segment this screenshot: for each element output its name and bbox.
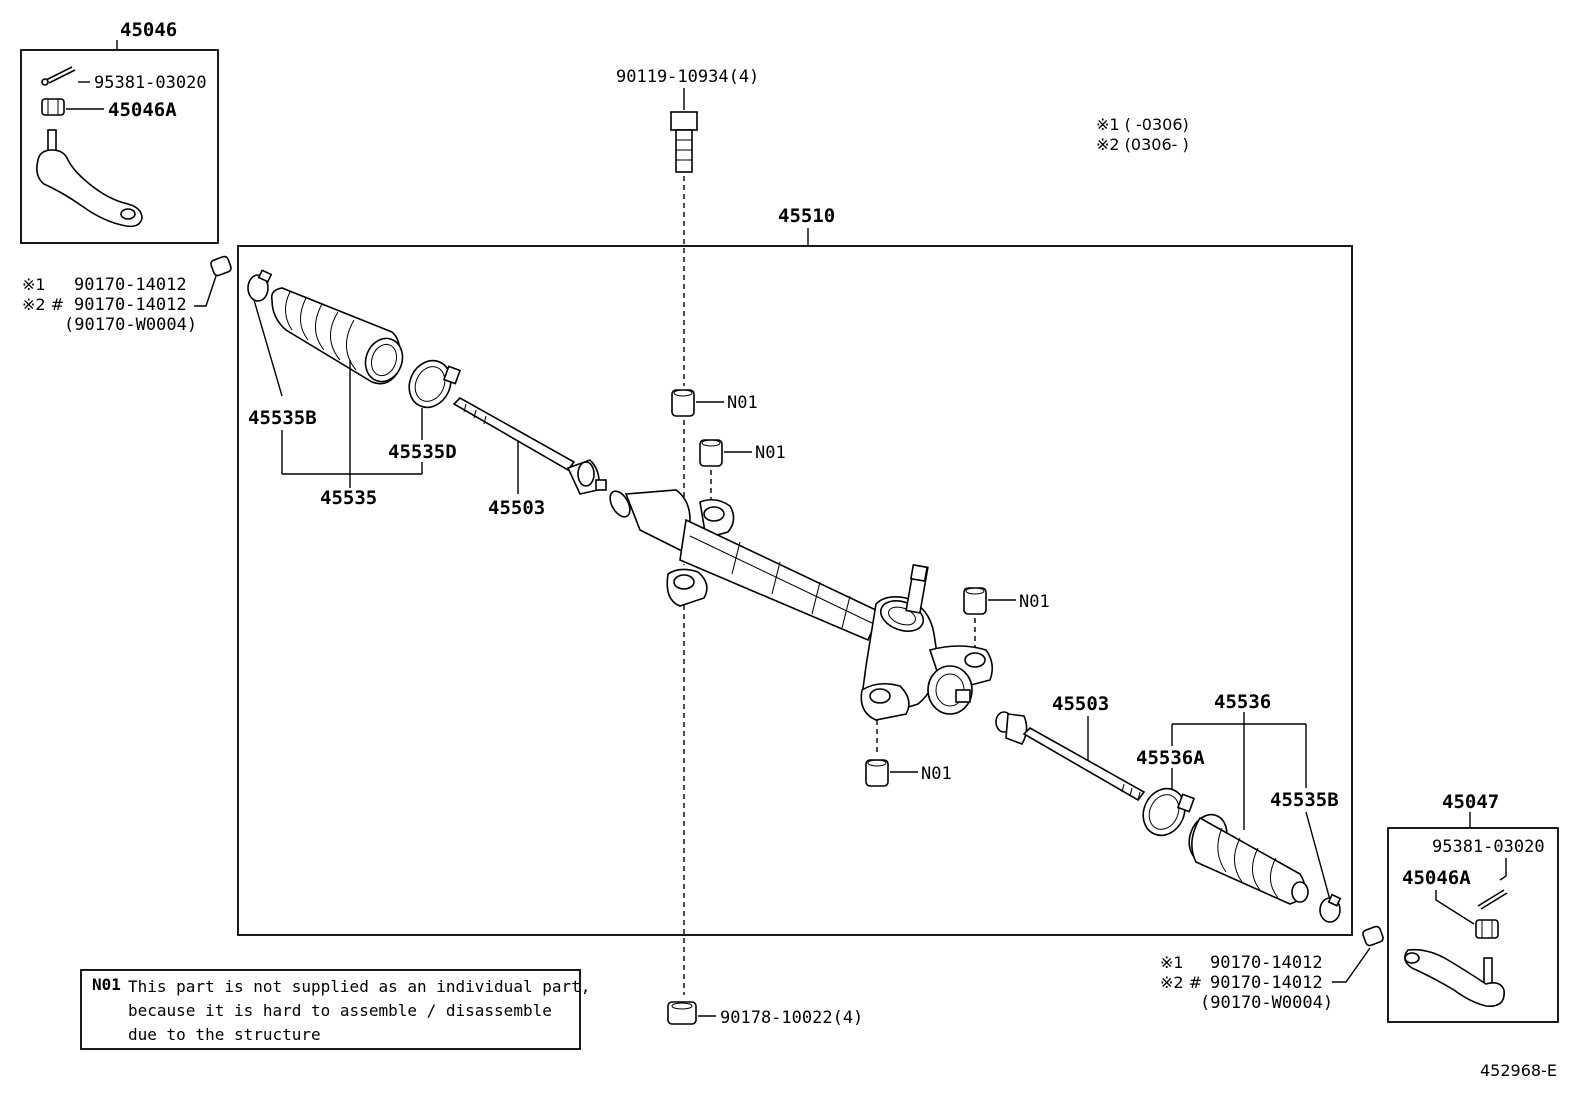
label-cotter-pin-right[interactable]: 95381-03020 bbox=[1432, 837, 1545, 857]
dust-boot-left-icon[interactable] bbox=[270, 287, 409, 387]
rack-end-left-icon[interactable] bbox=[452, 397, 607, 495]
nuts-right-mark-1: ※1 bbox=[1160, 953, 1184, 972]
nuts-left-part-2[interactable]: 90170-14012 bbox=[74, 295, 187, 315]
label-45046[interactable]: 45046 bbox=[120, 19, 177, 41]
note-box bbox=[80, 969, 581, 1050]
note-line-2: because it is hard to assemble / disasse… bbox=[128, 1001, 552, 1020]
castle-nut-right-icon[interactable] bbox=[1475, 919, 1499, 939]
label-bolt-top[interactable]: 90119-10934(4) bbox=[616, 67, 759, 87]
bushing-n01-4-icon[interactable] bbox=[865, 759, 889, 787]
boot-clip-left-icon[interactable] bbox=[247, 269, 273, 302]
label-nut-right[interactable]: 45046A bbox=[1402, 867, 1471, 889]
legend-line-2: ※2 (0306- ) bbox=[1096, 135, 1189, 154]
nuts-right-mark-2: ※2 # bbox=[1160, 973, 1202, 992]
nuts-left-part-3[interactable]: (90170-W0004) bbox=[64, 315, 197, 335]
lock-nut-left-icon[interactable] bbox=[210, 255, 232, 277]
label-boot-clip-left[interactable]: 45535B bbox=[248, 407, 317, 429]
note-code: N01 bbox=[92, 975, 121, 994]
nuts-right-part-3[interactable]: (90170-W0004) bbox=[1200, 993, 1333, 1013]
nuts-right-part-1[interactable]: 90170-14012 bbox=[1210, 953, 1323, 973]
label-boot-clamp-left[interactable]: 45535D bbox=[388, 441, 457, 463]
label-gear-assy[interactable]: 45510 bbox=[778, 205, 835, 227]
note-line-1: This part is not supplied as an individu… bbox=[128, 977, 590, 996]
label-cotter-pin-left[interactable]: 95381-03020 bbox=[94, 73, 207, 93]
boot-clip-right-icon[interactable] bbox=[1319, 893, 1342, 923]
tie-rod-end-left-box bbox=[20, 49, 219, 244]
label-boot-clamp-right[interactable]: 45536A bbox=[1136, 747, 1205, 769]
tie-rod-end-right-icon[interactable] bbox=[1404, 948, 1505, 1007]
dust-boot-right-icon[interactable] bbox=[1183, 809, 1309, 905]
cotter-pin-right-icon[interactable] bbox=[1477, 889, 1508, 910]
label-n01-1[interactable]: N01 bbox=[727, 393, 758, 413]
nuts-left-mark-1: ※1 bbox=[22, 275, 46, 294]
castle-nut-left-icon[interactable] bbox=[41, 98, 65, 116]
nuts-right-part-2[interactable]: 90170-14012 bbox=[1210, 973, 1323, 993]
nuts-left-part-1[interactable]: 90170-14012 bbox=[74, 275, 187, 295]
boot-clamp-right-icon[interactable] bbox=[1136, 782, 1196, 842]
label-nut-left[interactable]: 45046A bbox=[108, 99, 177, 121]
label-rack-end-left[interactable]: 45503 bbox=[488, 497, 545, 519]
note-line-3: due to the structure bbox=[128, 1025, 321, 1044]
lock-nut-right-icon[interactable] bbox=[1362, 925, 1384, 947]
steering-rack-housing-icon[interactable] bbox=[606, 488, 994, 721]
bushing-n01-3-icon[interactable] bbox=[963, 587, 987, 615]
label-rack-end-right[interactable]: 45503 bbox=[1052, 693, 1109, 715]
boot-clamp-left-icon[interactable] bbox=[402, 354, 462, 414]
label-n01-3[interactable]: N01 bbox=[1019, 592, 1050, 612]
figure-code: 452968-E bbox=[1480, 1061, 1557, 1080]
cotter-pin-left-icon[interactable] bbox=[41, 66, 76, 86]
bushing-n01-2-icon[interactable] bbox=[699, 439, 723, 467]
label-nut-bottom[interactable]: 90178-10022(4) bbox=[720, 1008, 863, 1028]
label-boot-right[interactable]: 45536 bbox=[1214, 691, 1271, 713]
tie-rod-end-left-icon[interactable] bbox=[36, 129, 143, 228]
label-n01-2[interactable]: N01 bbox=[755, 443, 786, 463]
label-n01-4[interactable]: N01 bbox=[921, 764, 952, 784]
rack-end-right-icon[interactable] bbox=[995, 711, 1146, 802]
nuts-left-mark-2: ※2 # bbox=[22, 295, 64, 314]
legend-line-1: ※1 ( -0306) bbox=[1096, 115, 1189, 134]
flange-bolt-icon[interactable] bbox=[670, 111, 698, 173]
steering-gear-assy-box bbox=[237, 245, 1353, 936]
label-45047[interactable]: 45047 bbox=[1442, 791, 1499, 813]
flange-nut-bottom-icon[interactable] bbox=[667, 1001, 697, 1025]
label-boot-left[interactable]: 45535 bbox=[320, 487, 377, 509]
tie-rod-end-right-box bbox=[1387, 827, 1559, 1023]
bushing-n01-1-icon[interactable] bbox=[671, 389, 695, 417]
label-boot-clip-right[interactable]: 45535B bbox=[1270, 789, 1339, 811]
